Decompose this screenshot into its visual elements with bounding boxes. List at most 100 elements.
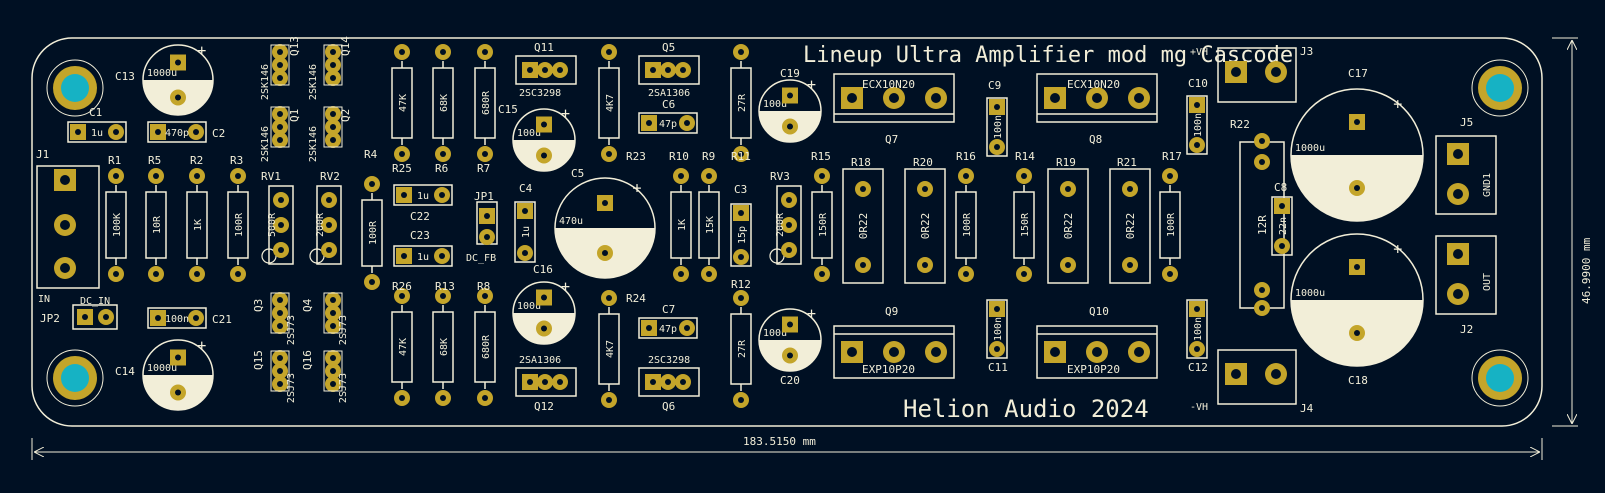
silk-outline xyxy=(638,317,698,339)
value-label: -VH xyxy=(1190,402,1208,413)
value-label: 1K xyxy=(193,219,204,231)
value-label: 100R xyxy=(234,212,245,237)
pad-hole xyxy=(277,75,283,81)
pad-hole xyxy=(706,173,712,179)
value-label: 100u xyxy=(763,99,787,110)
pad-hole xyxy=(175,94,181,101)
pad-hole xyxy=(557,379,563,385)
value-label: 1000u xyxy=(147,68,177,79)
silk-outline xyxy=(638,55,700,85)
ref-label: C16 xyxy=(533,263,553,276)
value-label: 1000u xyxy=(1295,288,1325,299)
value-label: 1u xyxy=(417,191,429,202)
pad-hole xyxy=(75,129,81,135)
pad-hole xyxy=(1259,159,1265,165)
ref-label: R19 xyxy=(1056,156,1076,169)
value-label: 0R22 xyxy=(1124,213,1137,240)
ref-label: C3 xyxy=(734,183,747,196)
pad-hole xyxy=(738,397,744,403)
pad-hole xyxy=(440,49,446,55)
ref-label: Q16 xyxy=(301,350,314,370)
tr-outline xyxy=(270,292,290,334)
value-label: 27R xyxy=(737,339,748,358)
pad-hole xyxy=(277,111,283,117)
pad-hole xyxy=(277,355,283,361)
pad-hole xyxy=(175,59,181,66)
pad-hole xyxy=(819,271,825,277)
ref-label: Q1 xyxy=(288,109,301,122)
value-label: 100n xyxy=(1193,317,1204,341)
silk-outline xyxy=(1271,196,1293,256)
silk-outline xyxy=(432,311,454,383)
tr-outline xyxy=(323,350,343,392)
pad-hole xyxy=(482,293,488,299)
value-label: 0R22 xyxy=(1062,213,1075,240)
ref-label: Q8 xyxy=(1089,133,1102,146)
pad-hole xyxy=(650,67,656,73)
pad-hole xyxy=(193,129,199,135)
value-label: 100n xyxy=(993,317,1004,341)
ref-label: Q7 xyxy=(885,133,898,146)
pad-hole xyxy=(1259,138,1265,144)
pad-hole xyxy=(103,314,109,320)
value-label: GND1 xyxy=(1482,173,1493,197)
ref-label: C20 xyxy=(780,374,800,387)
pad-hole xyxy=(1050,93,1060,103)
value-label: 500R xyxy=(267,212,278,237)
pad-hole xyxy=(326,197,332,203)
pad-hole xyxy=(330,137,336,143)
value-label: ECX10N20 xyxy=(1067,78,1120,91)
pad-hole xyxy=(60,263,70,273)
ref-label: R15 xyxy=(811,150,831,163)
pad-hole xyxy=(1065,186,1071,192)
pad-hole xyxy=(706,271,712,277)
pad-hole xyxy=(522,250,528,256)
pad-hole xyxy=(786,247,792,253)
tr-outline xyxy=(270,106,290,148)
ref-label: C12 xyxy=(1188,361,1208,374)
pad-hole xyxy=(193,315,199,321)
silk-outline xyxy=(1186,95,1208,155)
ref-label: J3 xyxy=(1300,45,1313,58)
value-label: 100R xyxy=(368,220,379,245)
pad-hole xyxy=(1127,262,1133,268)
value-label: IN xyxy=(38,294,50,305)
pad-hole xyxy=(606,295,612,301)
ref-label: C18 xyxy=(1348,374,1368,387)
ref-label: R9 xyxy=(702,150,715,163)
pad-hole xyxy=(482,151,488,157)
polarity-plus: + xyxy=(197,337,206,355)
silk-outline xyxy=(1036,325,1158,379)
value-label: 150R xyxy=(818,212,829,237)
ref-label: J2 xyxy=(1460,323,1473,336)
ref-label: R21 xyxy=(1117,156,1137,169)
pad-hole xyxy=(889,347,899,357)
value-label: OUT xyxy=(1482,273,1493,291)
pad-hole xyxy=(482,49,488,55)
ref-label: Q2 xyxy=(339,109,352,122)
pad-hole xyxy=(330,49,336,55)
pad-hole xyxy=(399,49,405,55)
pad-hole xyxy=(819,173,825,179)
pad-hole xyxy=(194,271,200,277)
pad-hole xyxy=(922,262,928,268)
pad-hole xyxy=(527,379,533,385)
value-label: ECX10N20 xyxy=(862,78,915,91)
silk-outline xyxy=(811,191,833,259)
silk-outline xyxy=(186,191,208,259)
ref-label: R7 xyxy=(477,162,490,175)
